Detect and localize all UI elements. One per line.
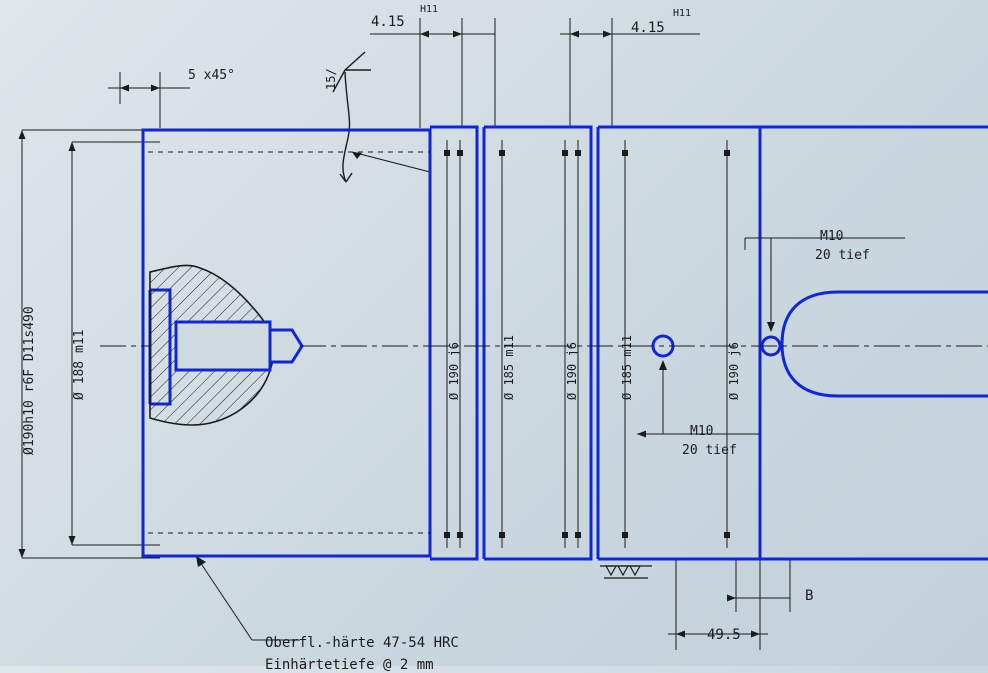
thread-upper-depth-label: 20 tief <box>815 248 870 263</box>
top-right-fit-label: H11 <box>673 8 692 19</box>
surface-finish-label: 15/ <box>324 68 338 90</box>
diameter-190-c-label: Ø 190 j6 <box>727 342 741 400</box>
surface-finish-leader <box>351 151 431 173</box>
diameter-190-a-label: Ø 190 j6 <box>447 342 461 400</box>
bottom-width-label: 49.5 <box>707 627 741 643</box>
thread-callout-upper <box>744 237 905 332</box>
diameter-185-a-label: Ø 185 m11 <box>502 334 516 400</box>
dimension-lines <box>18 18 728 559</box>
thread-upper-size-label: M10 <box>820 229 844 244</box>
thread-callout-lower <box>637 360 760 438</box>
note-leader <box>195 555 300 641</box>
thread-lower-size-label: M10 <box>690 424 714 439</box>
bottom-letter-label: B <box>805 588 814 604</box>
section-hatch <box>149 264 304 426</box>
datum-support-symbol <box>600 565 652 579</box>
outer-diameter-label: Ø190h10 r6F D11s490 <box>22 306 37 455</box>
thread-lower-depth-label: 20 tief <box>682 443 737 458</box>
dimension-terminators <box>444 150 730 538</box>
part-outline <box>141 125 988 561</box>
diameter-185-b-label: Ø 185 m11 <box>620 334 634 400</box>
bottom-dimensions <box>668 560 791 650</box>
hidden-lines <box>148 151 430 534</box>
diameter-190-b-label: Ø 190 j6 <box>565 342 579 400</box>
top-left-width-label: 4.15 <box>371 14 405 30</box>
hardness-note: Oberfl.-härte 47-54 HRC <box>265 635 459 651</box>
hardness-depth-note: Einhärtetiefe @ 2 mm <box>265 657 434 673</box>
chamfer-label: 5 x45° <box>188 68 235 83</box>
diameter-188-label: Ø 188 m11 <box>72 329 87 400</box>
top-left-fit-label: H11 <box>420 4 439 15</box>
top-right-width-label: 4.15 <box>631 20 665 36</box>
surface-finish-symbol <box>332 51 371 183</box>
